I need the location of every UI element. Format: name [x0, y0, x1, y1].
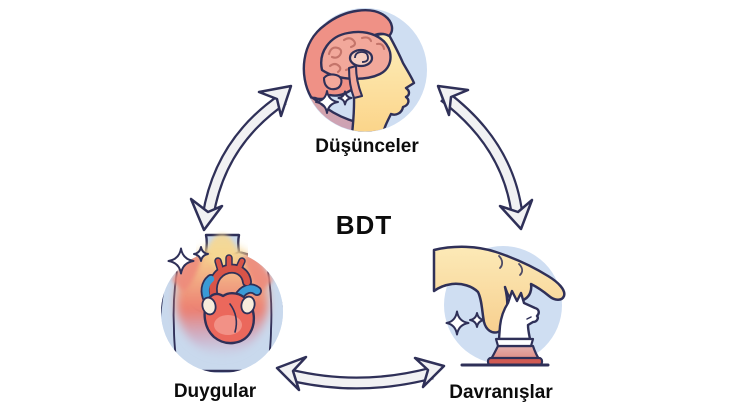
- arrowhead-icon: [436, 84, 470, 117]
- arrowhead-icon: [257, 84, 293, 118]
- node-behaviors-illustration: [432, 245, 566, 367]
- diagram-title: BDT: [335, 210, 393, 240]
- sparkle-icon: [167, 246, 209, 275]
- arrow-emotions-behaviors: [275, 355, 446, 392]
- arrowhead-icon: [189, 197, 224, 232]
- heart-icon: [200, 254, 262, 345]
- arrow-thoughts-emotions: [189, 84, 293, 232]
- arrow-thoughts-behaviors: [436, 84, 534, 231]
- chess-knight-icon: [486, 289, 544, 367]
- brain-icon: [320, 30, 392, 100]
- head-brain-icon: [302, 9, 416, 132]
- node-emotions-illustration: [161, 233, 283, 373]
- arrowhead-icon: [498, 198, 534, 231]
- sparkle-icon: [445, 310, 485, 336]
- hand-chess-knight-icon: [432, 245, 566, 367]
- sparkle-icon: [315, 90, 353, 114]
- arrowhead-icon: [275, 355, 308, 392]
- label-behaviors: Davranışlar: [449, 382, 553, 403]
- label-emotions: Duygular: [173, 381, 257, 402]
- label-thoughts: Düşünceler: [315, 136, 419, 157]
- node-thoughts-illustration: [302, 8, 427, 132]
- chest-heart-icon: [161, 233, 283, 373]
- arrowhead-icon: [413, 356, 446, 389]
